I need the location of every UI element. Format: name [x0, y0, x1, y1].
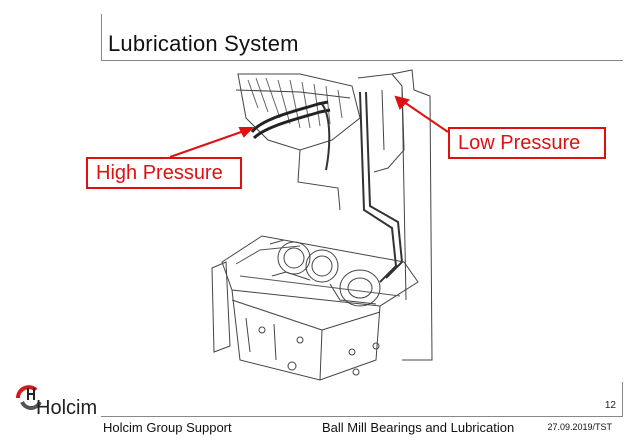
- page-number: 12: [604, 400, 616, 411]
- footer-center: Ball Mill Bearings and Lubrication: [322, 420, 515, 435]
- logo-text: Holcim: [36, 397, 98, 419]
- title-rule-horizontal: [101, 60, 623, 61]
- title-rule-vertical: [101, 14, 102, 60]
- high-pressure-callout: High Pressure: [86, 157, 242, 189]
- footer-rule: [101, 416, 623, 417]
- slide-title: Lubrication System: [108, 31, 299, 56]
- low-pressure-callout: Low Pressure: [448, 127, 606, 159]
- footer-left: Holcim Group Support: [103, 420, 232, 435]
- footer-date: 27.09.2019/TST: [547, 422, 612, 432]
- holcim-logo-icon: [16, 385, 42, 410]
- footer-rule-vertical: [622, 382, 623, 416]
